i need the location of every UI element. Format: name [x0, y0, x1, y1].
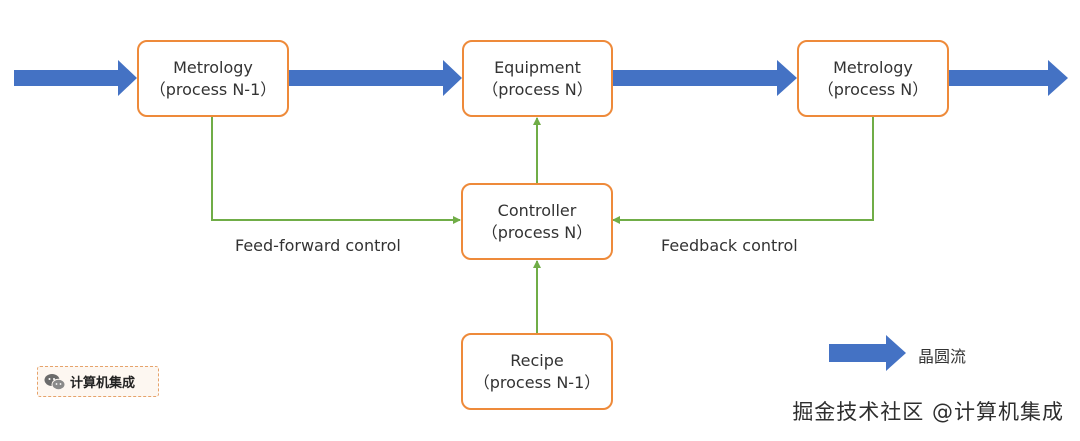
box-title: Recipe	[510, 350, 564, 370]
box-title: Equipment	[494, 57, 581, 77]
logo-text: 计算机集成	[70, 376, 136, 391]
box-subtitle: （process N-1）	[149, 79, 277, 99]
legend-wafer-flow-label: 晶圆流	[918, 347, 967, 366]
box-subtitle: （process N-1）	[473, 372, 601, 392]
feed-forward-control-label: Feed-forward control	[235, 236, 401, 255]
box-title: Metrology	[173, 57, 253, 77]
box-subtitle: （process N）	[817, 79, 929, 99]
box-subtitle: （process N）	[482, 79, 593, 99]
recipe-process-n-1-box: Recipe （process N-1）	[461, 333, 613, 410]
wafer-flow-arrow-out	[949, 60, 1068, 96]
wafer-flow-arrow-equipment-to-metrology	[613, 60, 797, 96]
box-title: Controller	[497, 200, 577, 220]
wafer-flow-arrow-in	[14, 60, 137, 96]
feedback-control-label: Feedback control	[661, 236, 798, 255]
box-title: Metrology	[833, 57, 913, 77]
controller-process-n-box: Controller （process N）	[461, 183, 613, 260]
wafer-flow-arrow-metrology-to-equipment	[289, 60, 462, 96]
legend-wafer-flow-arrow	[829, 335, 906, 371]
wechat-logo-badge: 计算机集成	[37, 366, 159, 397]
feedback-connector	[612, 117, 874, 224]
feed-forward-connector	[211, 117, 461, 224]
wechat-icon	[44, 373, 66, 390]
box-subtitle: （process N）	[481, 222, 593, 242]
watermark: 掘金技术社区 @计算机集成	[792, 400, 1064, 424]
metrology-process-n-box: Metrology （process N）	[797, 40, 949, 117]
equipment-process-n-box: Equipment （process N）	[462, 40, 613, 117]
metrology-process-n-1-box: Metrology （process N-1）	[137, 40, 289, 117]
